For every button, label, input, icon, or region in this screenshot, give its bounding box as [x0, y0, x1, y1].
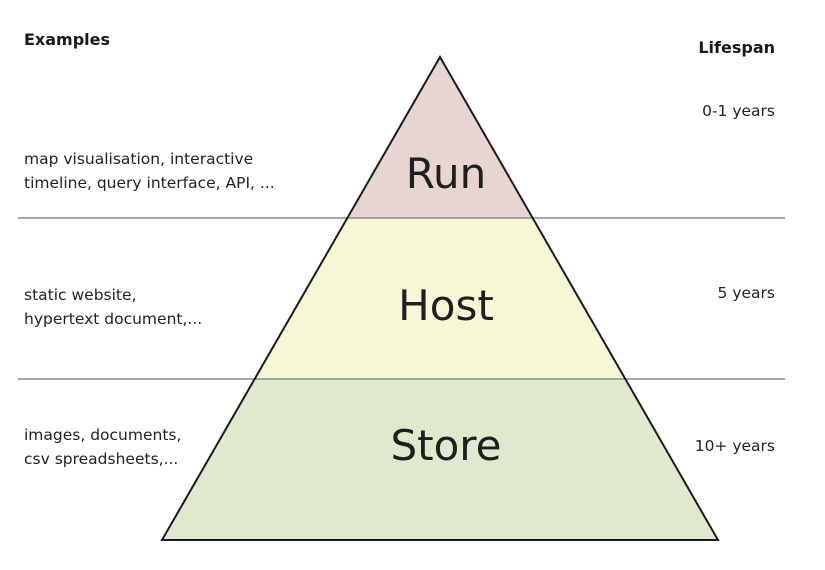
examples-host-line-1: static website,	[24, 286, 137, 304]
examples-store: images, documents, csv spreadsheets,...	[24, 423, 181, 471]
lifespan-host: 5 years	[717, 284, 775, 302]
examples-host-line-2: hypertext document,...	[24, 310, 203, 328]
examples-run-line-2: timeline, query interface, API, ...	[24, 174, 275, 192]
lifespan-run: 0-1 years	[702, 102, 775, 120]
examples-store-line-2: csv spreadsheets,...	[24, 450, 179, 468]
examples-run: map visualisation, interactive timeline,…	[24, 147, 275, 195]
tier-host-fill	[256, 218, 624, 379]
tier-host-label: Host	[398, 281, 494, 330]
examples-store-line-1: images, documents,	[24, 426, 182, 444]
examples-run-line-1: map visualisation, interactive	[24, 150, 254, 168]
tier-run-label: Run	[406, 149, 487, 198]
examples-header: Examples	[24, 30, 111, 49]
lifespan-store: 10+ years	[694, 437, 775, 455]
lifespan-header: Lifespan	[698, 38, 775, 57]
tier-store-label: Store	[390, 421, 501, 470]
pyramid-outline	[160, 54, 720, 541]
examples-host: static website, hypertext document,...	[24, 283, 202, 331]
tier-store-fill	[162, 379, 718, 540]
tier-run-fill	[348, 57, 532, 218]
